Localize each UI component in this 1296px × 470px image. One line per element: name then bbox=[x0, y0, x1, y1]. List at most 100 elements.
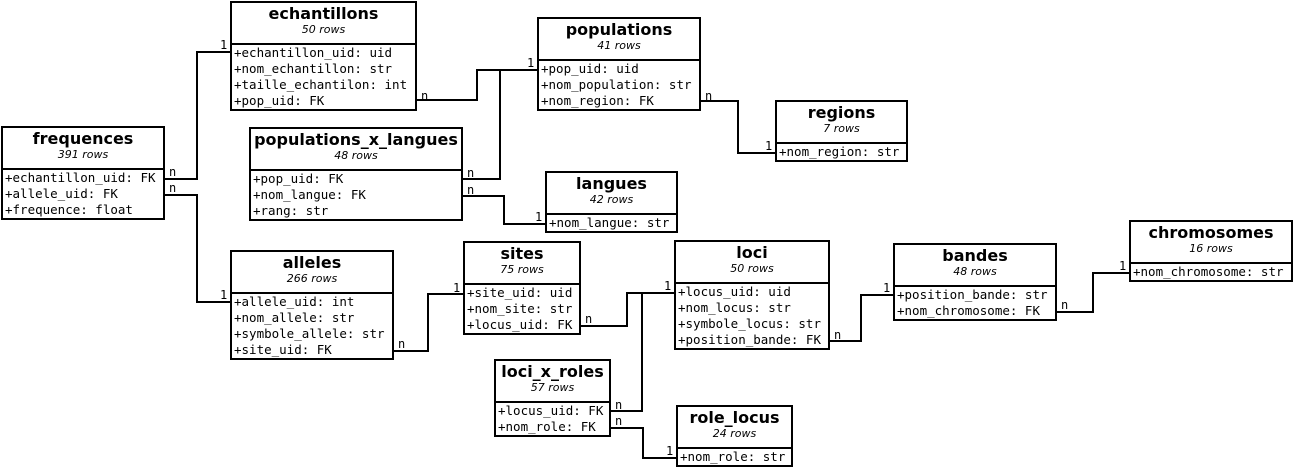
relation-line-bandes-chromosomes bbox=[1057, 272, 1129, 313]
entity-attribute: +echantillon_uid: uid bbox=[234, 45, 393, 60]
entity-attribute: +allele_uid: int bbox=[234, 294, 355, 309]
relation-line-sites-loci bbox=[581, 292, 674, 327]
entity-name: loci bbox=[736, 243, 768, 262]
entity-attribute: +nom_chromosome: str bbox=[1133, 264, 1284, 279]
entity-attributes: +echantillon_uid: uid+nom_echantillon: s… bbox=[232, 45, 415, 109]
cardinality-one: 1 bbox=[527, 56, 535, 70]
relation-line-populations-x-langues-populations bbox=[463, 69, 537, 180]
entity-attribute: +position_bande: str bbox=[897, 287, 1048, 302]
entity-name: sites bbox=[500, 244, 544, 263]
entity-attributes: +position_bande: str+nom_chromosome: FK bbox=[895, 287, 1055, 319]
entity-attribute: +locus_uid: FK bbox=[467, 317, 573, 332]
cardinality-many: n bbox=[615, 398, 623, 412]
cardinality-one: 1 bbox=[1119, 259, 1127, 273]
entity-name: populations bbox=[565, 20, 673, 39]
entity-name: loci_x_roles bbox=[501, 362, 604, 381]
entity-attribute: +site_uid: uid bbox=[467, 285, 573, 300]
entity-attributes: +pop_uid: FK+nom_langue: FK+rang: str bbox=[251, 171, 461, 219]
cardinality-one: 1 bbox=[535, 210, 543, 224]
entity-attributes: +nom_role: str bbox=[678, 449, 791, 465]
cardinality-one: 1 bbox=[883, 281, 891, 295]
cardinality-one: 1 bbox=[666, 444, 674, 458]
entity-row-count: 266 rows bbox=[286, 272, 338, 285]
entity-attribute: +nom_locus: str bbox=[678, 300, 791, 315]
entity-attribute: +nom_langue: FK bbox=[253, 187, 366, 202]
entity-row-count: 48 rows bbox=[953, 265, 997, 278]
cardinality-many: n bbox=[421, 89, 429, 103]
entity-attribute: +site_uid: FK bbox=[234, 342, 332, 357]
entity-attribute: +frequence: float bbox=[5, 202, 133, 217]
cardinality-many: n bbox=[705, 89, 713, 103]
entity-attribute: +rang: str bbox=[253, 203, 329, 218]
entity-name: langues bbox=[576, 174, 647, 193]
relation-line-populations-x-langues-langues bbox=[463, 195, 545, 225]
entity-row-count: 75 rows bbox=[500, 263, 544, 276]
entity-row-count: 41 rows bbox=[597, 39, 641, 52]
entity-attributes: +nom_region: str bbox=[777, 144, 906, 160]
relation-line-frequences-alleles bbox=[165, 194, 230, 303]
entity-row-count: 24 rows bbox=[712, 427, 757, 440]
entity-name: echantillons bbox=[268, 4, 379, 23]
cardinality-many: n bbox=[834, 328, 842, 342]
entity-attributes: +nom_langue: str bbox=[547, 215, 676, 231]
relation-line-frequences-echantillons bbox=[165, 51, 230, 180]
entity-attribute: +locus_uid: FK bbox=[498, 403, 604, 418]
entity-attribute: +pop_uid: FK bbox=[234, 93, 325, 108]
entity-attribute: +nom_role: str bbox=[680, 449, 786, 464]
entity-attribute: +nom_echantillon: str bbox=[234, 61, 393, 76]
entity-attribute: +symbole_locus: str bbox=[678, 316, 821, 331]
entity-name: chromosomes bbox=[1148, 223, 1274, 242]
entity-row-count: 42 rows bbox=[589, 193, 634, 206]
entity-attribute: +nom_chromosome: FK bbox=[897, 303, 1040, 318]
cardinality-many: n bbox=[169, 165, 177, 179]
relation-line-alleles-sites bbox=[394, 293, 463, 352]
entity-attributes: +pop_uid: uid+nom_population: str+nom_re… bbox=[539, 61, 699, 109]
entity-attribute: +locus_uid: uid bbox=[678, 284, 791, 299]
cardinality-one: 1 bbox=[220, 288, 228, 302]
entity-attribute: +taille_echantilon: int bbox=[234, 77, 408, 92]
cardinality-many: n bbox=[169, 181, 177, 195]
entity-attribute: +echantillon_uid: FK bbox=[5, 170, 156, 185]
cardinality-many: n bbox=[615, 414, 623, 428]
relation-line-echantillons-populations bbox=[417, 69, 537, 101]
cardinality-many: n bbox=[398, 337, 406, 351]
entity-attributes: +locus_uid: FK+nom_role: FK bbox=[496, 403, 609, 435]
entity-attribute: +pop_uid: FK bbox=[253, 171, 344, 186]
entity-attributes: +site_uid: uid+nom_site: str+locus_uid: … bbox=[465, 285, 579, 333]
entity-row-count: 7 rows bbox=[823, 122, 860, 135]
entity-row-count: 48 rows bbox=[334, 149, 378, 162]
entity-name: populations_x_langues bbox=[254, 130, 458, 149]
cardinality-many: n bbox=[1061, 298, 1069, 312]
entity-attributes: +locus_uid: uid+nom_locus: str+symbole_l… bbox=[676, 284, 828, 348]
relation-line-loci-bandes bbox=[830, 294, 893, 342]
cardinality-one: 1 bbox=[453, 281, 461, 295]
entity-row-count: 50 rows bbox=[730, 262, 774, 275]
relation-line-loci-x-roles-role-locus bbox=[611, 427, 676, 459]
entity-attribute: +symbole_allele: str bbox=[234, 326, 385, 341]
relation-line-loci-x-roles-loci bbox=[611, 292, 674, 412]
entity-name: regions bbox=[807, 103, 876, 122]
entity-name: alleles bbox=[282, 253, 342, 272]
entity-name: role_locus bbox=[689, 408, 780, 427]
relation-line-populations-regions bbox=[701, 100, 775, 154]
entity-attributes: +nom_chromosome: str bbox=[1131, 264, 1291, 280]
